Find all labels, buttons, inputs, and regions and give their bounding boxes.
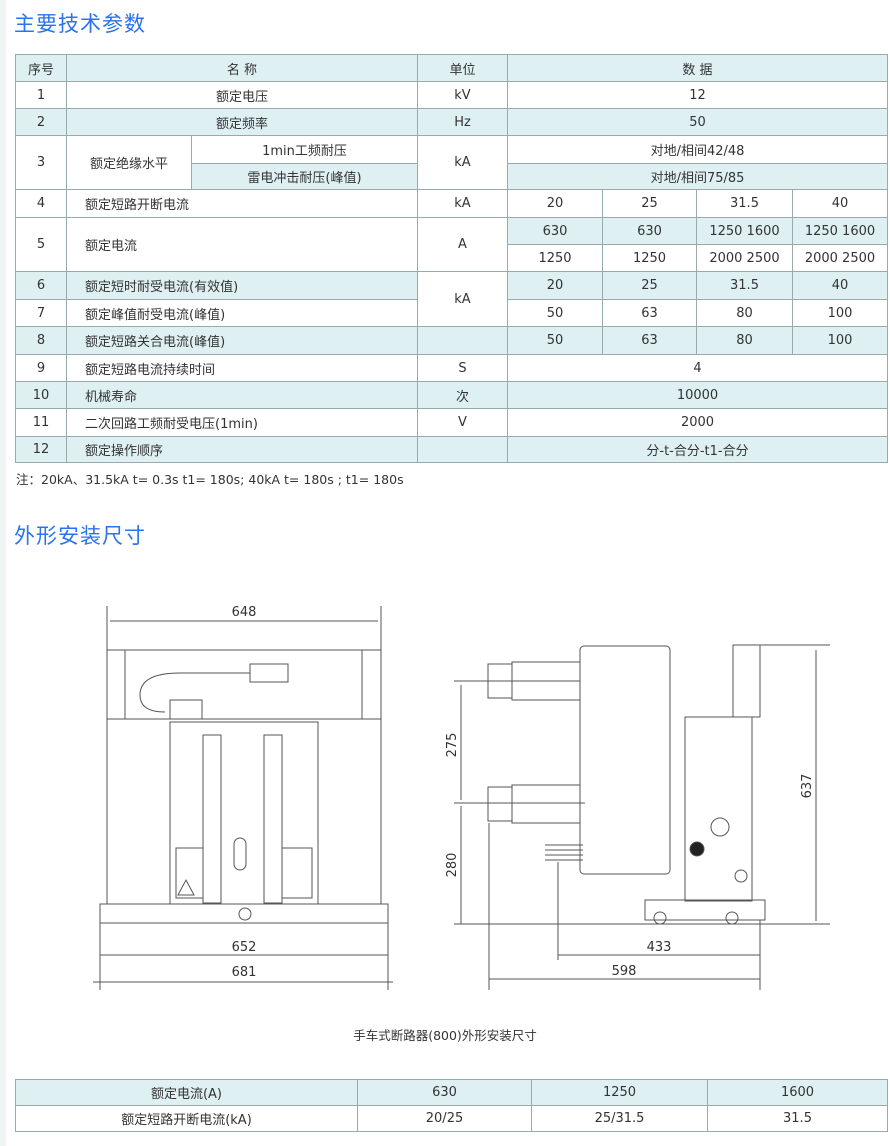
row-subname: 雷电冲击耐压(峰值)	[191, 163, 418, 190]
row-data: 4	[507, 354, 888, 382]
row-name: 额定电流	[66, 217, 418, 272]
table2-cell: 20/25	[357, 1105, 532, 1132]
row-unit: kA	[417, 135, 508, 190]
table-header: 序号	[15, 54, 67, 82]
row-data: 25	[602, 271, 697, 300]
page-edge	[0, 0, 6, 1146]
section-title-specs: 主要技术参数	[14, 12, 146, 36]
table-header: 数 据	[507, 54, 888, 82]
row-data: 1250	[602, 244, 697, 272]
dim-648: 648	[232, 605, 257, 620]
row-data: 1250 1600	[696, 217, 793, 245]
row-number: 3	[15, 135, 67, 190]
row-data: 100	[792, 326, 888, 355]
dim-598: 598	[612, 964, 637, 979]
row-data: 63	[602, 299, 697, 327]
row-data: 630	[602, 217, 697, 245]
dim-275: 275	[445, 733, 460, 758]
row-data: 2000 2500	[792, 244, 888, 272]
row-number: 12	[15, 436, 67, 463]
table2-cell: 额定短路开断电流(kA)	[15, 1105, 358, 1132]
dim-280: 280	[445, 853, 460, 878]
table-header: 单位	[417, 54, 508, 82]
dim-433: 433	[647, 940, 672, 955]
row-name: 额定操作顺序	[66, 436, 418, 463]
row-unit	[417, 326, 508, 355]
section-title-dimensions: 外形安装尺寸	[14, 524, 146, 548]
row-data: 25	[602, 189, 697, 218]
row-data: 对地/相间42/48	[507, 135, 888, 164]
row-data: 1250 1600	[792, 217, 888, 245]
table-note: 注：20kA、31.5kA t= 0.3s t1= 180s; 40kA t= …	[16, 472, 404, 487]
table2-header: 额定电流(A)	[15, 1079, 358, 1106]
front-view: 648 652 681	[93, 605, 393, 990]
row-data: 对地/相间75/85	[507, 163, 888, 190]
row-data: 2000 2500	[696, 244, 793, 272]
row-number: 8	[15, 326, 67, 355]
row-data: 63	[602, 326, 697, 355]
dim-637: 637	[800, 774, 815, 799]
row-name: 额定绝缘水平	[66, 135, 192, 190]
dim-681: 681	[232, 965, 257, 980]
row-name: 额定峰值耐受电流(峰值)	[66, 299, 418, 327]
row-number: 7	[15, 299, 67, 327]
row-unit: kV	[417, 81, 508, 109]
row-name: 二次回路工频耐受电压(1min)	[66, 408, 418, 437]
table2-header: 630	[357, 1079, 532, 1106]
drawing-caption: 手车式断路器(800)外形安装尺寸	[353, 1028, 537, 1043]
row-data: 40	[792, 189, 888, 218]
table2-cell: 31.5	[707, 1105, 888, 1132]
row-data: 50	[507, 108, 888, 136]
row-data: 20	[507, 271, 603, 300]
table2-header: 1250	[531, 1079, 708, 1106]
dim-652: 652	[232, 940, 257, 955]
row-unit: V	[417, 408, 508, 437]
row-number: 6	[15, 271, 67, 300]
row-name: 额定电压	[66, 81, 418, 109]
row-subname: 1min工频耐压	[191, 135, 418, 164]
row-name: 额定频率	[66, 108, 418, 136]
row-unit: kA	[417, 189, 508, 218]
row-number: 5	[15, 217, 67, 272]
side-view: 275 280 637 433 598	[445, 644, 830, 990]
row-data: 2000	[507, 408, 888, 437]
row-number: 1	[15, 81, 67, 109]
row-number: 10	[15, 381, 67, 409]
row-data: 分-t-合分-t1-合分	[507, 436, 888, 463]
table2-cell: 25/31.5	[531, 1105, 708, 1132]
row-name: 额定短路开断电流	[66, 189, 418, 218]
table2-header: 1600	[707, 1079, 888, 1106]
row-name: 额定短路电流持续时间	[66, 354, 418, 382]
